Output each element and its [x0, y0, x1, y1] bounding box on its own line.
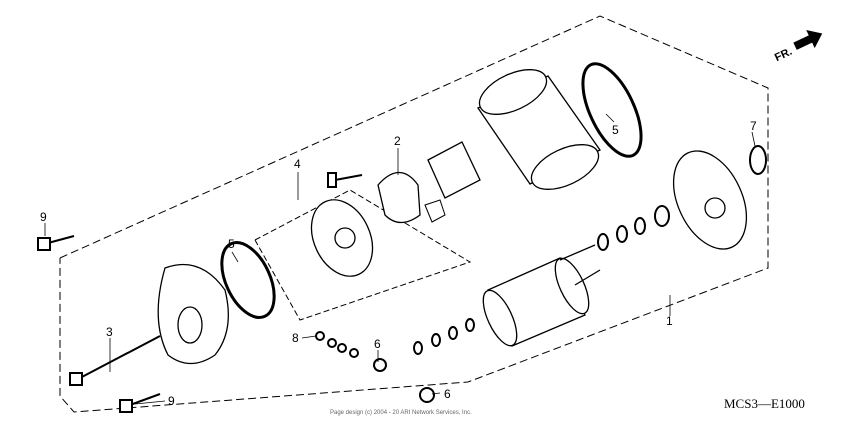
diagram-code: MCS3—E1000 — [724, 396, 805, 411]
brush — [424, 199, 446, 223]
small-washers — [315, 331, 359, 358]
callout-1: 1 — [666, 314, 673, 328]
callout-6-lower: 6 — [444, 387, 451, 401]
motor-yoke — [477, 69, 601, 190]
front-cover — [157, 263, 229, 365]
brush-holder — [310, 199, 374, 277]
copyright-footer: Page design (c) 2004 - 20 ARI Network Se… — [330, 410, 472, 416]
arrow-icon — [793, 29, 823, 50]
callout-2: 2 — [394, 134, 401, 148]
brush-group-boundary — [254, 189, 472, 321]
callout-8: 8 — [292, 331, 299, 345]
brush-plate — [377, 171, 421, 224]
callout-5-left: 5 — [228, 237, 235, 251]
callout-9-lower: 9 — [168, 394, 175, 408]
washers — [413, 205, 670, 355]
o-ring — [220, 241, 276, 319]
bolts — [37, 172, 435, 413]
callout-7: 7 — [750, 119, 757, 133]
armature — [482, 244, 601, 347]
callout-6-upper: 6 — [374, 337, 381, 351]
o-ring — [581, 62, 643, 158]
callout-4: 4 — [294, 157, 301, 171]
front-direction-indicator: FR. — [773, 29, 823, 64]
callout-9-upper: 9 — [40, 210, 47, 224]
leader-lines — [44, 113, 756, 405]
direction-label: FR. — [773, 46, 794, 64]
o-ring-small — [749, 145, 767, 175]
rear-cover — [672, 150, 748, 250]
callout-5-right: 5 — [612, 123, 619, 137]
brush-holder-ring — [427, 141, 481, 199]
callout-3: 3 — [106, 325, 113, 339]
